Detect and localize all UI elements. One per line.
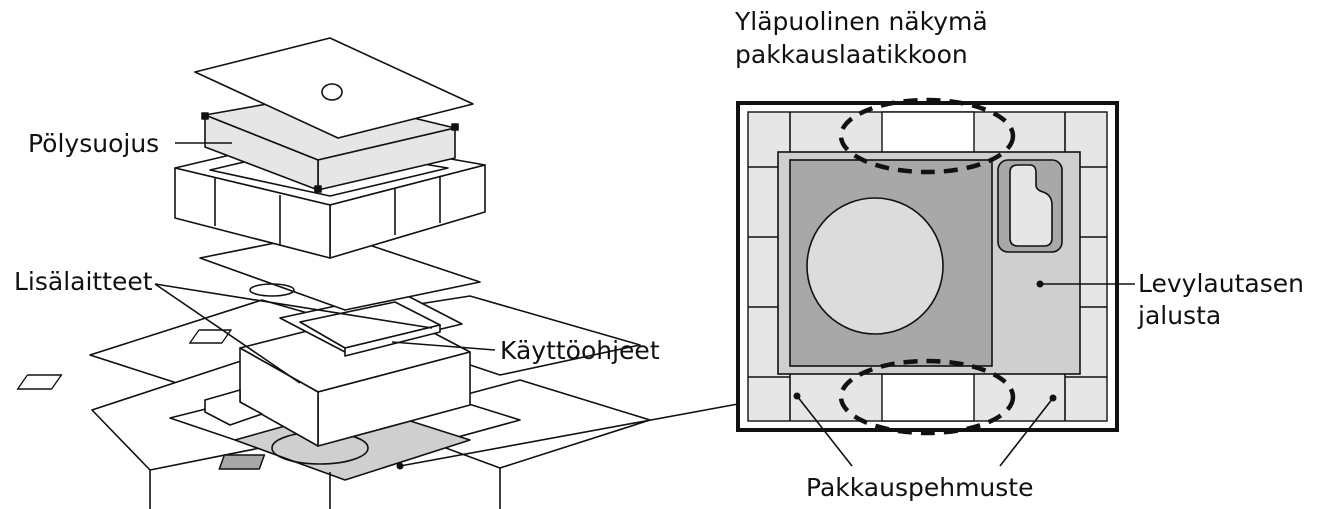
leader-dot <box>793 392 801 400</box>
leader-accessories-2 <box>154 283 433 329</box>
highlight-bottom <box>838 358 1016 436</box>
platter-base-feature <box>218 454 266 470</box>
dust-cover-corner <box>314 185 322 193</box>
accessory-slot-right <box>188 329 232 344</box>
leader-dot <box>396 462 404 470</box>
dust-cover-corner <box>451 123 459 131</box>
top-lid <box>194 37 474 139</box>
label-platter-base-line2: jalusta <box>1137 301 1221 330</box>
leader-cushion-right <box>999 397 1054 467</box>
highlight-top <box>838 97 1016 175</box>
platter-circle <box>806 197 944 335</box>
top-lid-hole <box>321 83 343 101</box>
label-accessories: Lisälaitteet <box>14 267 153 296</box>
tonearm-cutout <box>1009 164 1053 247</box>
leader-to-top-view <box>399 403 739 467</box>
label-platter-base-line1: Levylautasen <box>1138 269 1304 298</box>
cushion-gap-top <box>881 111 975 159</box>
exploded-view: Pölysuojus Lisälaitteet Käyttöohjeet <box>14 37 739 509</box>
upper-cushion-side <box>174 167 331 259</box>
manual-booklet-bottom <box>344 324 441 357</box>
leader-manual <box>391 341 496 351</box>
label-manual: Käyttöohjeet <box>500 336 660 365</box>
label-cushion: Pakkauspehmuste <box>806 473 1033 502</box>
leader-cushion-left <box>796 395 853 467</box>
leader-dot <box>1049 394 1057 402</box>
leader-dot <box>1036 280 1044 288</box>
label-top-view-line1: Yläpuolinen näkymä <box>734 7 988 36</box>
cushion-gap-bottom <box>881 373 975 422</box>
dust-cover-corner <box>201 112 209 120</box>
label-dust-cover: Pölysuojus <box>28 129 159 158</box>
leader-accessories-1 <box>154 283 301 384</box>
lower-cushion-step <box>204 389 263 426</box>
label-top-view-line2: pakkauslaatikkoon <box>735 40 968 69</box>
platter-hub <box>249 283 295 297</box>
top-view: Yläpuolinen näkymä pakkauslaatikkoon Lev… <box>734 7 1304 502</box>
accessory-slot-left <box>16 374 63 390</box>
